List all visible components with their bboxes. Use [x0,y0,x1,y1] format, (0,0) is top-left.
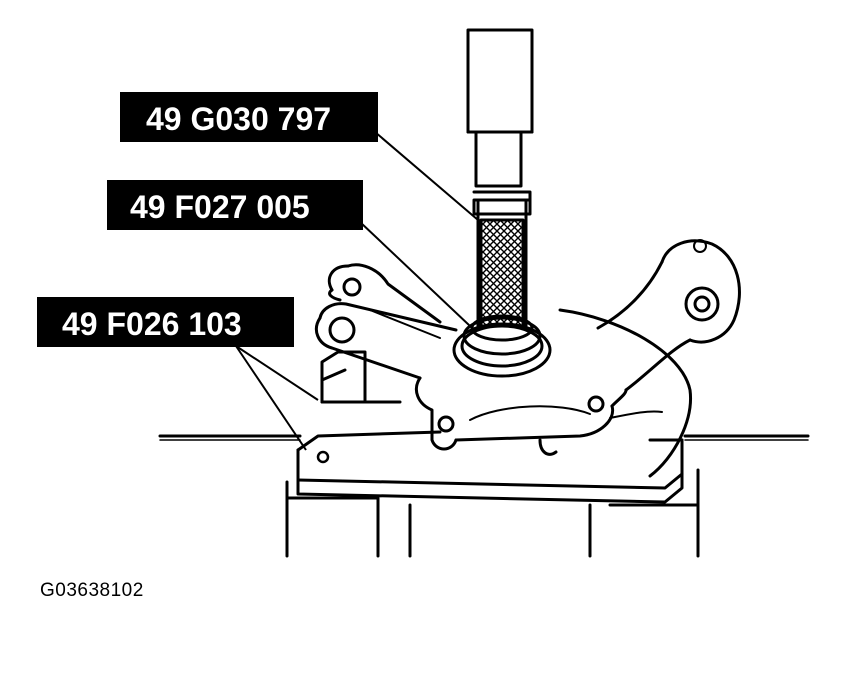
callout-tool-1: 49 G030 797 [120,92,378,142]
steering-knuckle [315,239,741,478]
leader-line-tool-2 [359,221,471,327]
support-blocks-rear [320,350,402,404]
callout-tool-1-text: 49 G030 797 [146,101,331,137]
leader-line-tool-1 [374,131,479,221]
callout-tool-2-text: 49 F027 005 [130,189,310,225]
figure-id: G03638102 [40,580,144,601]
press-driver [466,28,534,328]
callout-tool-1-box [120,92,378,142]
support-plate [296,430,684,504]
support-block [285,468,700,558]
callout-tool-2-box [107,180,363,230]
leader-line-tool-3a [235,345,319,401]
callout-tool-2: 49 F027 005 [107,180,363,230]
callout-tool-3-box [37,297,294,347]
press-table [158,434,810,441]
leader-lines [235,131,479,451]
callout-tool-3-text: 49 F026 103 [62,306,242,342]
leader-line-tool-3b [235,345,307,451]
callout-tool-3: 49 F026 103 [37,297,294,347]
